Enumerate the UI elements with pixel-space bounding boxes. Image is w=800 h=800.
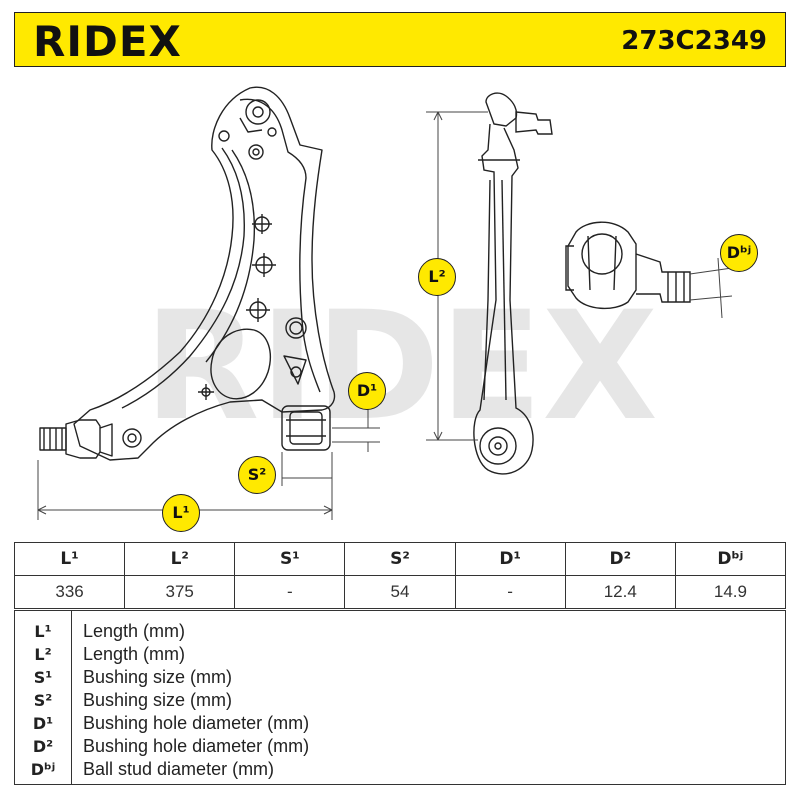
legend-key: D¹ xyxy=(32,714,54,733)
watermark-text: RIDEX xyxy=(144,300,658,440)
spec-value-s2: 54 xyxy=(344,575,456,609)
legend-row: Dᵇʲ Ball stud diameter (mm) xyxy=(15,758,785,781)
spec-table: L¹ L² S¹ S² D¹ D² Dᵇʲ 336 375 - 54 - 12.… xyxy=(13,542,787,609)
callout-l1: L¹ xyxy=(162,494,200,532)
spec-header-dbj: Dᵇʲ xyxy=(674,542,787,576)
legend-row: D¹ Bushing hole diameter (mm) xyxy=(15,712,785,735)
legend-key-column xyxy=(15,611,72,784)
callout-d1: D¹ xyxy=(348,372,386,410)
legend-key: L² xyxy=(34,645,52,664)
callout-s2: S² xyxy=(238,456,276,494)
spec-header-row: L¹ L² S¹ S² D¹ D² Dᵇʲ xyxy=(13,542,787,576)
legend-desc: Bushing size (mm) xyxy=(83,690,233,710)
brand-logo: RIDEX xyxy=(33,17,182,66)
legend-desc: Bushing hole diameter (mm) xyxy=(83,713,310,733)
spec-header-s2: S² xyxy=(344,542,456,576)
spec-value-l2: 375 xyxy=(124,575,236,609)
spec-header-s1: S¹ xyxy=(234,542,346,576)
spec-value-l1: 336 xyxy=(13,575,126,609)
legend-row: S¹ Bushing size (mm) xyxy=(15,666,785,689)
callout-l2: L² xyxy=(418,258,456,296)
ball-stud-left xyxy=(39,419,142,459)
upper-ball-joint xyxy=(245,99,271,125)
control-arm-drawing xyxy=(37,86,733,520)
spec-value-d2: 12.4 xyxy=(564,575,676,609)
legend-row: L¹ Length (mm) xyxy=(15,620,785,643)
rear-bushing xyxy=(281,405,331,451)
legend-desc: Length (mm) xyxy=(83,644,186,664)
technical-drawing: RIDEX xyxy=(0,68,800,538)
watermark-logo: RIDEX xyxy=(144,300,658,440)
callout-dbj: Dᵇʲ xyxy=(720,234,758,272)
dimension-lines xyxy=(37,111,733,520)
legend-row: S² Bushing size (mm) xyxy=(15,689,785,712)
legend-desc: Ball stud diameter (mm) xyxy=(83,759,275,779)
legend-key: S² xyxy=(33,691,53,710)
mounting-holes xyxy=(246,214,276,322)
legend-desc: Bushing hole diameter (mm) xyxy=(83,736,310,756)
control-arm-outline xyxy=(73,86,336,461)
legend-key: S¹ xyxy=(33,668,53,687)
spec-value-d1: - xyxy=(454,575,566,609)
spec-header-d1: D¹ xyxy=(454,542,566,576)
legend-key: Dᵇʲ xyxy=(30,760,56,779)
legend-box: L¹ Length (mm) L² Length (mm) S¹ Bushing… xyxy=(14,610,786,785)
spec-header-d2: D² xyxy=(564,542,676,576)
spec-value-dbj: 14.9 xyxy=(674,575,787,609)
spec-value-s1: - xyxy=(234,575,346,609)
header-bar: RIDEX 273C2349 xyxy=(14,12,786,67)
legend-key: D² xyxy=(32,737,54,756)
legend-row: D² Bushing hole diameter (mm) xyxy=(15,735,785,758)
spec-value-row: 336 375 - 54 - 12.4 14.9 xyxy=(13,575,787,609)
legend-row: L² Length (mm) xyxy=(15,643,785,666)
spec-header-l1: L¹ xyxy=(13,542,126,576)
legend-desc: Length (mm) xyxy=(83,621,186,641)
part-number: 273C2349 xyxy=(621,26,767,56)
ball-joint-detail xyxy=(565,221,691,309)
side-view-arm xyxy=(473,92,553,475)
legend-key: L¹ xyxy=(34,622,52,641)
spec-header-l2: L² xyxy=(124,542,236,576)
legend-desc: Bushing size (mm) xyxy=(83,667,233,687)
